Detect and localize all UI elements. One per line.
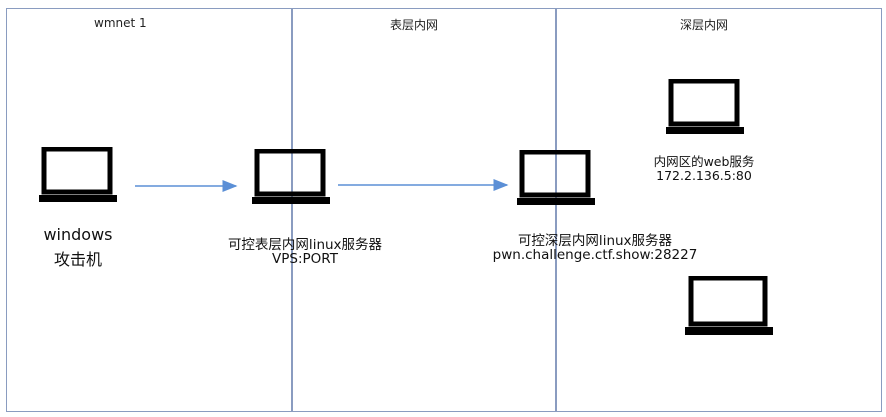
zone-title-deep: 深层内网 xyxy=(680,18,729,32)
deep-server-address: pwn.challenge.ctf.show:28227 xyxy=(492,247,698,263)
zone-deep-intranet xyxy=(555,8,882,412)
zone-surface-intranet xyxy=(291,8,557,412)
zone-title-wmnet1: wmnet 1 xyxy=(94,16,147,30)
attacker-label-os: windows xyxy=(43,225,113,244)
attacker-label-role: 攻击机 xyxy=(53,250,102,269)
web-service-label: 内网区的web服务 xyxy=(653,154,755,169)
zone-wmnet1 xyxy=(6,8,293,412)
laptop-icon xyxy=(252,149,330,204)
laptop-icon xyxy=(517,150,595,205)
web-service-address: 172.2.136.5:80 xyxy=(656,168,752,183)
surface-server-address: VPS:PORT xyxy=(272,251,338,267)
laptop-icon xyxy=(39,147,117,202)
laptop-icon xyxy=(666,79,744,134)
laptop-icon xyxy=(685,276,773,335)
surface-server-label: 可控表层内网linux服务器 xyxy=(227,237,383,253)
zone-title-surface: 表层内网 xyxy=(390,18,439,32)
deep-server-label: 可控深层内网linux服务器 xyxy=(517,233,673,249)
